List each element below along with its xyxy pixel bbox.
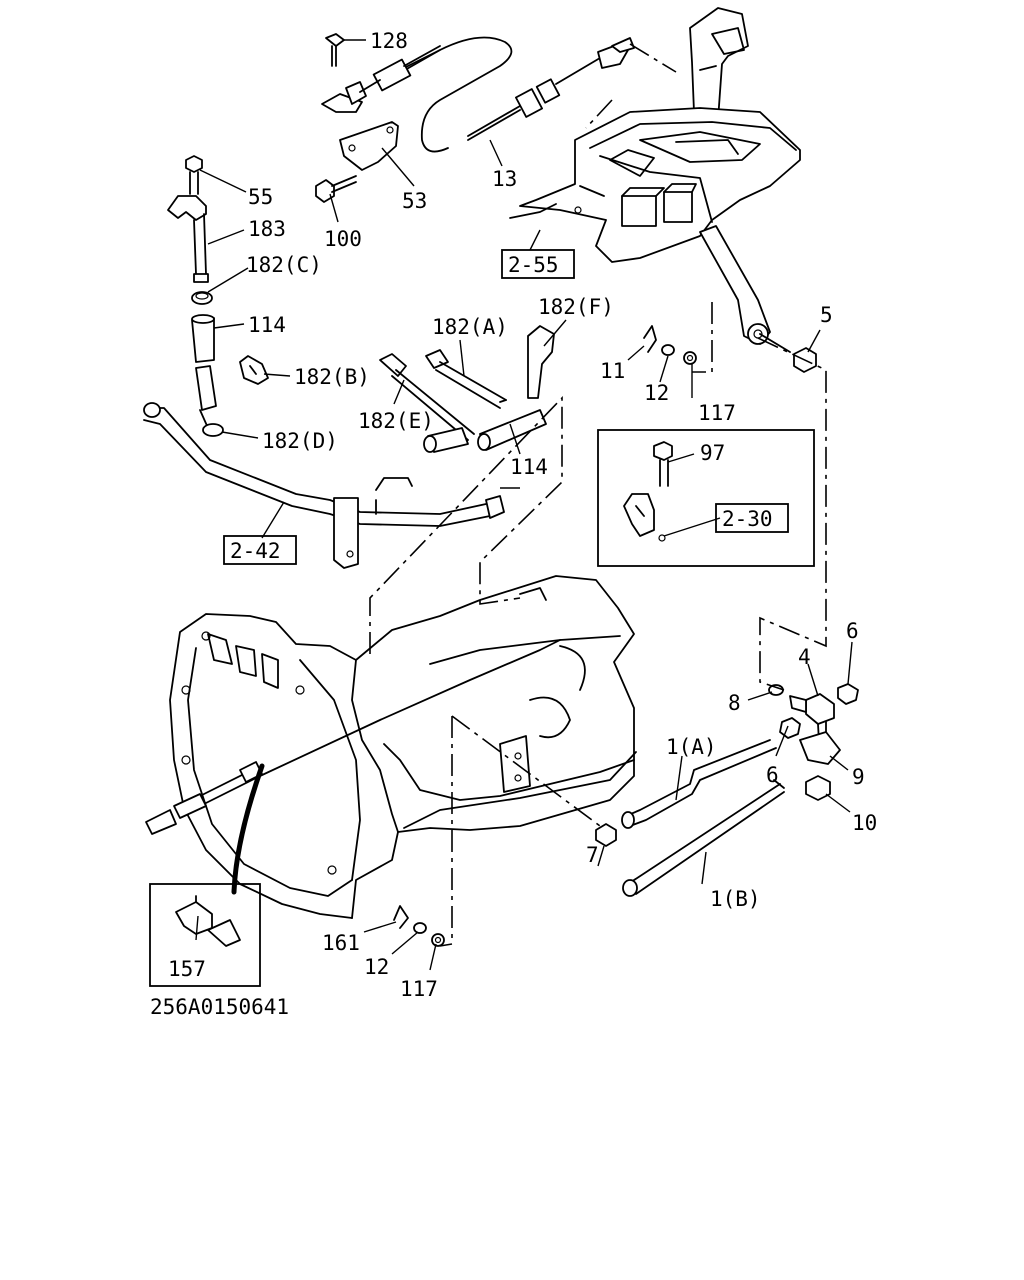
ref-2-30: 2-30 <box>722 507 773 531</box>
callout-182a: 182(A) <box>432 315 508 339</box>
clip-182b <box>239 355 269 385</box>
ref-2-30-box <box>715 503 789 533</box>
left-hose-column <box>167 155 217 429</box>
detail-box-157 <box>149 883 261 987</box>
ref-2-55-box <box>501 249 575 279</box>
cooler-pipe-assembly <box>143 402 505 569</box>
callout-97: 97 <box>700 441 725 465</box>
callout-183: 183 <box>248 217 286 241</box>
callout-182e: 182(E) <box>358 409 434 433</box>
callout-labels: 128 13 53 55 100 183 182(C) 114 182(B) 1… <box>168 29 877 1001</box>
callout-182c: 182(C) <box>246 253 322 277</box>
diagram-id: 256A0150641 <box>150 995 289 1019</box>
lower-shift-cable <box>145 639 561 895</box>
callout-9: 9 <box>852 765 865 789</box>
callout-117-lower: 117 <box>400 977 438 1001</box>
callout-114-upper: 114 <box>248 313 286 337</box>
callout-53: 53 <box>402 189 427 213</box>
callout-182f: 182(F) <box>538 295 614 319</box>
linkage-lines <box>369 43 827 947</box>
callout-1a: 1(A) <box>666 735 717 759</box>
callout-55: 55 <box>248 185 273 209</box>
callout-128: 128 <box>370 29 408 53</box>
callout-7: 7 <box>586 843 599 867</box>
callout-13: 13 <box>492 167 517 191</box>
bolt-100 <box>315 175 357 203</box>
nut-7 <box>595 823 617 847</box>
ref-2-42: 2-42 <box>230 539 281 563</box>
shift-lever-assembly <box>509 7 801 353</box>
callout-12-lower: 12 <box>364 955 389 979</box>
callout-12-upper: 12 <box>644 381 669 405</box>
clip-182d <box>202 423 224 437</box>
callout-4: 4 <box>798 645 811 669</box>
callout-114-lower: 114 <box>510 455 548 479</box>
rods <box>621 739 785 897</box>
callout-182b: 182(B) <box>294 365 370 389</box>
callout-161: 161 <box>322 931 360 955</box>
small-parts-lower <box>393 905 445 947</box>
hose-114-lower <box>423 409 547 453</box>
callout-100: 100 <box>324 227 362 251</box>
callout-182d: 182(D) <box>262 429 338 453</box>
callout-10: 10 <box>852 811 877 835</box>
ref-2-55: 2-55 <box>508 253 559 277</box>
shift-cable-13 <box>321 33 635 153</box>
callout-6-upper: 6 <box>846 619 859 643</box>
callout-1b: 1(B) <box>710 887 761 911</box>
transmission-case <box>169 575 637 919</box>
ref-2-42-box <box>223 535 297 565</box>
callout-5: 5 <box>820 303 833 327</box>
small-parts-upper-right <box>643 325 817 373</box>
detail-box-97 <box>597 429 815 567</box>
leader-lines <box>195 39 853 971</box>
tie-strap-182a <box>425 349 507 409</box>
clip-182f <box>527 325 555 399</box>
callout-11: 11 <box>600 359 625 383</box>
callout-8: 8 <box>728 691 741 715</box>
bracket-53 <box>339 121 399 171</box>
callout-157: 157 <box>168 957 206 981</box>
callout-117-upper: 117 <box>698 401 736 425</box>
callout-6-lower: 6 <box>766 763 779 787</box>
linkage-parts <box>768 683 859 801</box>
